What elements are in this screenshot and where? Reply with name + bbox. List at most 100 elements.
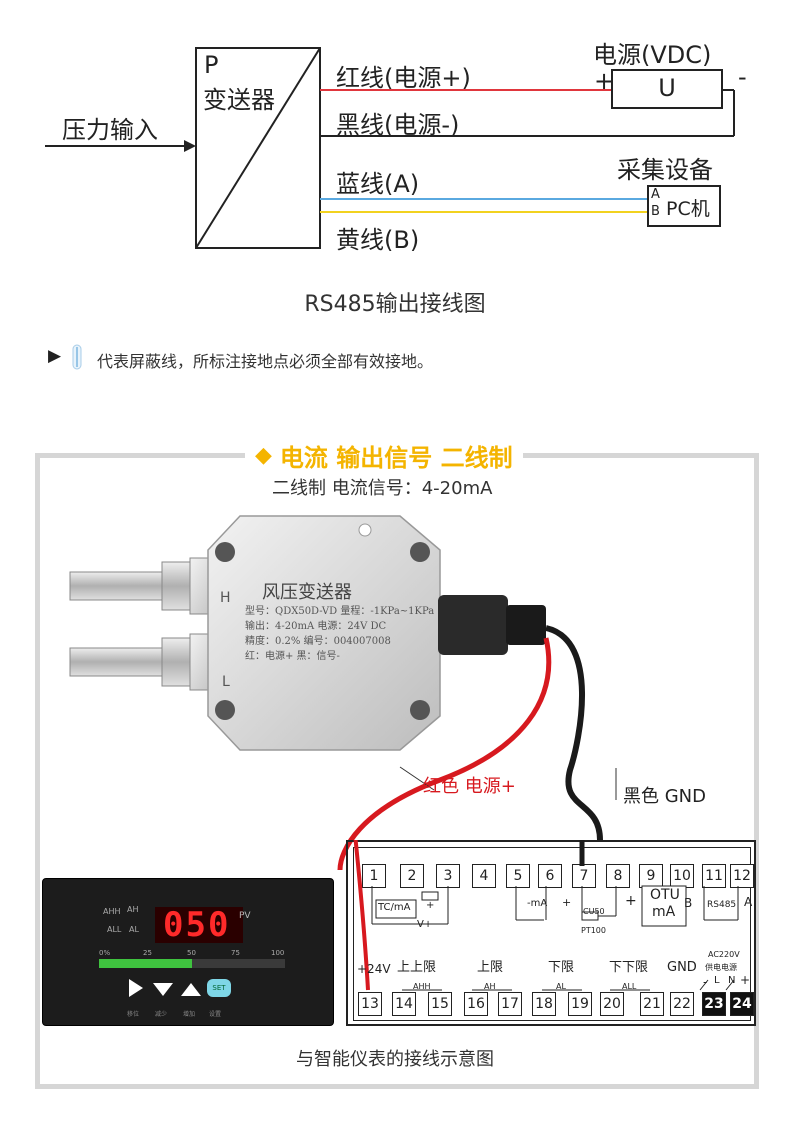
- terminal-16: 16: [464, 992, 488, 1016]
- meter-scale: 0% 25 50 75 100: [99, 949, 285, 957]
- meter-display-value: 050: [163, 905, 231, 945]
- red-wire-label: 红线(电源+): [336, 64, 471, 92]
- black-wire-label: 黑线(电源-): [336, 111, 460, 139]
- decrease-button-icon[interactable]: [153, 983, 173, 996]
- transmitter-housing: [207, 515, 441, 751]
- scale-tick-100: 100: [271, 949, 285, 957]
- otu-box: [641, 885, 687, 927]
- terminal-wiring-svg: [353, 840, 739, 991]
- collector-box: [647, 185, 721, 227]
- button-label-decrease: 减少: [155, 1011, 168, 1018]
- note-text: 代表屏蔽线，所标注接地点必须全部有效接地。: [97, 352, 434, 371]
- upper-label: 上限: [477, 960, 504, 975]
- button-label-set: 设置: [209, 1011, 222, 1018]
- power-title: 电源(VDC): [593, 41, 712, 69]
- pressure-input-arrowhead: [184, 140, 196, 152]
- rs485-terminal-label: RS485: [707, 900, 737, 910]
- terminal-19: 19: [568, 992, 592, 1016]
- terminal-2: 2: [400, 864, 424, 888]
- minus-23-label: -: [703, 975, 708, 989]
- nozzle-l: [69, 633, 221, 691]
- v-plus-label: V+: [417, 919, 433, 930]
- meter-display-window: [155, 907, 243, 943]
- meter-bar-fill: [99, 959, 192, 968]
- terminal-12: 12: [730, 864, 754, 888]
- cable-gland-nut: [506, 605, 546, 645]
- terminal-23: 23: [702, 992, 726, 1016]
- scale-tick-50: 50: [187, 949, 196, 957]
- rs485-caption: RS485输出接线图: [304, 292, 486, 317]
- meter-wiring-caption: 与智能仪表的接线示意图: [296, 1049, 494, 1070]
- yellow-wire-label: 黄线(B): [336, 226, 420, 254]
- current-section-title: ◆ 电流 输出信号 二线制: [245, 435, 523, 475]
- terminal-1: 1: [362, 864, 386, 888]
- red-wire-to-13: [353, 840, 370, 991]
- tc-ma-box: [375, 899, 417, 919]
- button-label-shift: 移位: [127, 1011, 140, 1018]
- plus-24-label: +: [740, 973, 751, 987]
- terminal-15: 15: [428, 992, 452, 1016]
- lower-label: 下限: [548, 960, 575, 975]
- ah-label: AH: [484, 982, 496, 991]
- terminal-18: 18: [532, 992, 556, 1016]
- meter-pv-label: PV: [239, 911, 251, 921]
- device-title: 风压变送器: [262, 582, 352, 603]
- terminal-6: 6: [538, 864, 562, 888]
- alarm-ahh-label: AHH: [103, 907, 121, 916]
- pt100-label: PT100: [581, 926, 606, 935]
- transmitter-diagonal: [195, 47, 321, 249]
- black-cable-label: 黑色 GND: [623, 786, 706, 807]
- l-23-label: L: [714, 975, 720, 986]
- pressure-input-label: 压力输入: [62, 116, 158, 144]
- minus-ma-label: -mA: [527, 898, 548, 909]
- ac220-label: AC220V: [708, 950, 740, 959]
- set-button[interactable]: SET: [207, 979, 231, 997]
- meter-panel: AHH AH ALL AL 050 PV 0% 25 50 75 100 SET…: [42, 878, 334, 1026]
- v-plus-resistor: [421, 891, 439, 901]
- collector-a-label: A: [651, 187, 660, 202]
- terminal-20: 20: [600, 992, 624, 1016]
- power-plus: +: [594, 67, 615, 95]
- mount-hole-top: [358, 523, 372, 537]
- red-cable-label: 红色 电源+: [423, 776, 516, 797]
- terminal-5: 5: [506, 864, 530, 888]
- terminal-22: 22: [670, 992, 694, 1016]
- current-section-subtitle: 二线制 电流信号：4-20mA: [272, 478, 493, 499]
- alarm-all-label: ALL: [107, 925, 122, 934]
- transmitter-name-label: 变送器: [203, 86, 275, 114]
- terminal-4: 4: [472, 864, 496, 888]
- plus24-label: +24V: [357, 962, 391, 976]
- terminal-13: 13: [358, 992, 382, 1016]
- device-spec-line: 型号：QDX50D-VD 量程：-1KPa~1KPa: [245, 606, 435, 617]
- screw-bottom-left: [215, 700, 235, 720]
- a-label: A: [744, 895, 753, 909]
- collector-title: 采集设备: [617, 156, 713, 184]
- screw-top-left: [215, 542, 235, 562]
- terminal-7: 7: [572, 864, 596, 888]
- collector-pc-label: PC机: [666, 198, 710, 220]
- screw-bottom-right: [410, 700, 430, 720]
- terminal-inner-frame: [353, 847, 751, 1021]
- alarm-ah-label: AH: [127, 905, 139, 914]
- device-spec-line: 输出：4-20mA 电源：24V DC: [245, 621, 387, 632]
- cu50-label: CU50: [583, 907, 605, 916]
- n-24-label: N: [728, 975, 736, 986]
- diamond-icon: ◆: [255, 442, 272, 468]
- device-spec-line: 红：电源+ 黑：信号-: [245, 651, 340, 662]
- button-label-increase: 增加: [183, 1011, 196, 1018]
- plus-label-2: +: [426, 900, 435, 911]
- otu-ma-label: mA: [652, 904, 676, 920]
- port-l-label: L: [222, 674, 230, 690]
- upper-upper-label: 上上限: [397, 960, 437, 975]
- blue-wire-label: 蓝线(A): [336, 170, 420, 198]
- rtd-plus-label: +: [562, 896, 572, 909]
- terminal-block: [346, 840, 756, 1026]
- rs485-wiring-svg: [45, 47, 735, 249]
- shift-button-icon[interactable]: [129, 979, 143, 997]
- lower-lower-label: 下下限: [609, 960, 649, 975]
- red-cable: [337, 637, 552, 871]
- scale-tick-75: 75: [231, 949, 240, 957]
- all-label: ALL: [622, 982, 637, 991]
- supply-label: 供电电源: [705, 963, 737, 972]
- increase-button-icon[interactable]: [181, 983, 201, 996]
